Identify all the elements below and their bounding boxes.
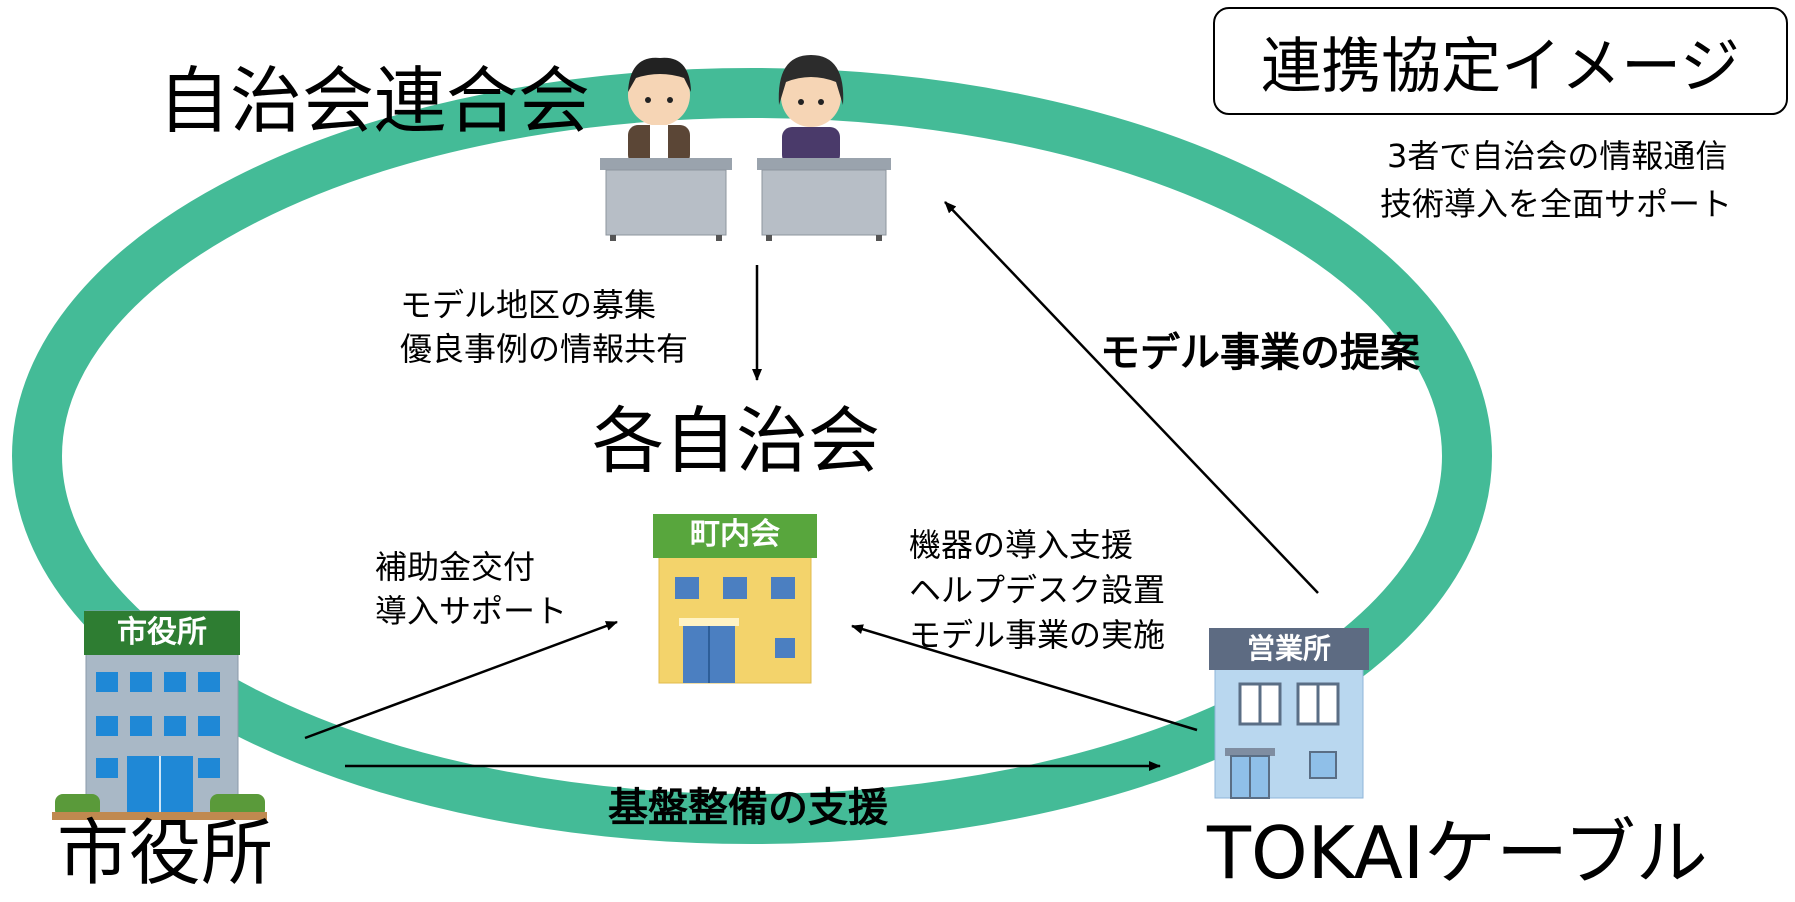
tokai-label: TOKAIケーブル — [1207, 811, 1708, 895]
federation-woman-icon — [757, 55, 891, 241]
city-to-each-line-1: 補助金交付 — [375, 548, 536, 586]
tokai-to-federation-label: モデル事業の提案 — [1100, 330, 1420, 376]
arrow-tokai-to-federation — [944, 201, 1319, 594]
tokai-to-each-line-1: 機器の導入支援 — [909, 526, 1134, 564]
collaboration-ring — [12, 68, 1492, 844]
neighborhood-building-icon — [653, 514, 817, 684]
tokai-to-each-line-3: モデル事業の実施 — [909, 616, 1166, 654]
city-hall-sign-bg — [84, 611, 240, 655]
title-box: 連携協定イメージ — [1213, 7, 1788, 115]
city-to-tokai-label: 基盤整備の支援 — [608, 785, 888, 831]
arrow-tokai-to-each — [851, 624, 1198, 732]
office-sign: 営業所 — [1246, 632, 1331, 665]
each-association-label: 各自治会 — [592, 399, 881, 483]
tokai-to-each-line-2: ヘルプデスク設置 — [909, 571, 1166, 609]
diagram-title: 連携協定イメージ — [1261, 31, 1740, 102]
federation-man-icon — [600, 57, 732, 241]
federation-to-each-line-2: 優良事例の情報共有 — [400, 330, 689, 368]
arrow-city-to-each — [304, 620, 618, 740]
office-sign-bg — [1209, 628, 1369, 670]
federation-to-each-line-1: モデル地区の募集 — [400, 286, 657, 324]
city-hall-sign: 市役所 — [117, 615, 207, 650]
subtitle-line-2: 技術導入を全面サポート — [1380, 185, 1733, 223]
neighborhood-sign: 町内会 — [690, 517, 780, 552]
city-to-each-line-2: 導入サポート — [375, 592, 568, 630]
tokai-office-building-icon — [1214, 667, 1364, 799]
city-hall-label: 市役所 — [57, 811, 274, 895]
federation-label: 自治会連合会 — [158, 59, 591, 143]
subtitle-line-1: 3者で自治会の情報通信 — [1387, 137, 1728, 175]
